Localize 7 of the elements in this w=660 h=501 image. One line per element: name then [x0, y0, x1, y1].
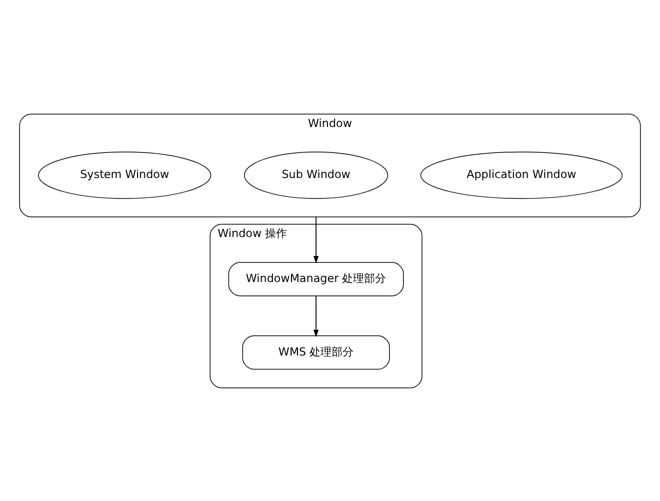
- arrow: [313, 216, 319, 263]
- arrow: [313, 294, 319, 337]
- node-ellipse: Application Window: [420, 151, 623, 198]
- node-ellipse: System Window: [38, 151, 212, 198]
- node-ellipse: Sub Window: [244, 151, 388, 198]
- node-box: WindowManager 处理部分: [228, 262, 404, 296]
- node-box: WMS 处理部分: [242, 334, 390, 370]
